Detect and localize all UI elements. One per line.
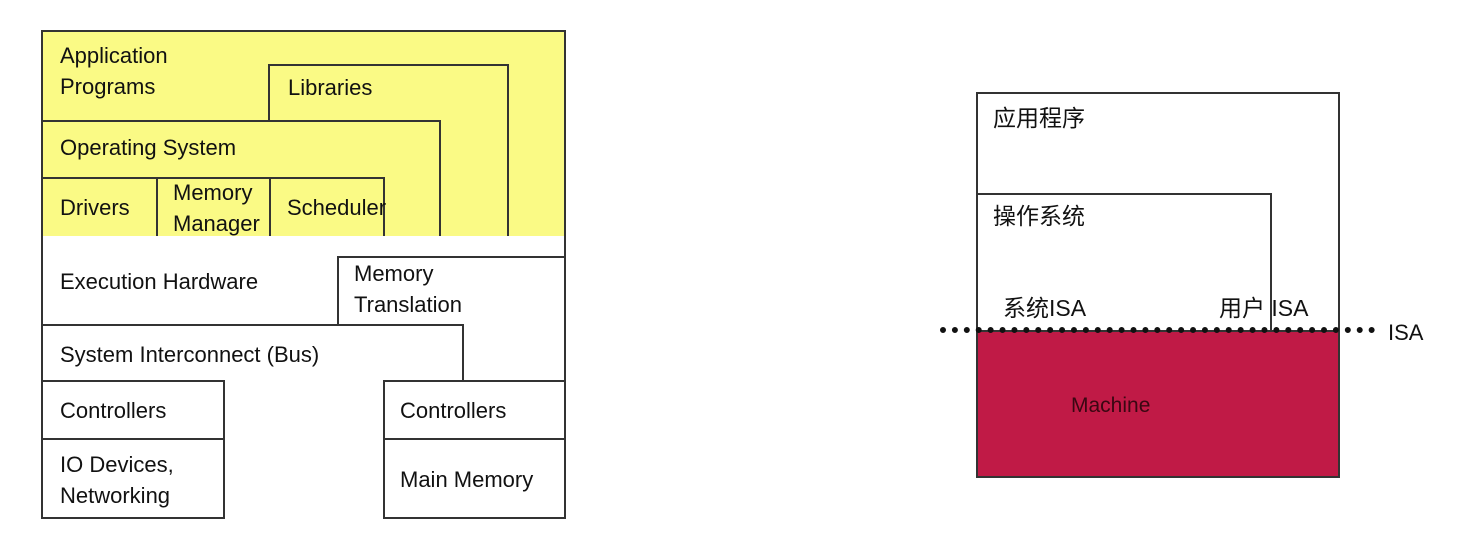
system-interconnect-box xyxy=(41,324,464,382)
operating-system-label-cn: 操作系统 xyxy=(993,203,1085,229)
system-isa-label: 系统ISA xyxy=(1003,295,1087,321)
applications-label: 应用程序 xyxy=(993,105,1085,131)
controllers-right-label: Controllers xyxy=(400,398,507,423)
isa-label: ISA xyxy=(1388,320,1424,345)
controllers-right-box xyxy=(383,380,566,440)
execution-hardware-label: Execution Hardware xyxy=(60,269,259,294)
user-isa-label: 用户 ISA xyxy=(1219,295,1309,321)
memory-manager-label: Memory Manager xyxy=(173,180,260,236)
controllers-left-box xyxy=(41,380,225,440)
system-interconnect-label: System Interconnect (Bus) xyxy=(60,342,320,367)
main-memory-label: Main Memory xyxy=(400,467,534,492)
application-programs-label: Application Programs xyxy=(60,43,168,99)
libraries-label: Libraries xyxy=(288,75,373,100)
io-devices-box xyxy=(41,438,225,519)
isa-dotted-line xyxy=(940,327,1375,333)
machine-label: Machine xyxy=(1071,394,1151,417)
main-memory-box xyxy=(383,438,566,519)
drivers-label: Drivers xyxy=(60,195,130,220)
scheduler-label: Scheduler xyxy=(287,195,387,220)
gap-left-bottom xyxy=(222,380,386,520)
controllers-left-label: Controllers xyxy=(60,398,167,423)
io-devices-label: IO Devices, Networking xyxy=(60,452,174,508)
operating-system-label: Operating System xyxy=(60,135,237,160)
machine-box xyxy=(976,330,1340,478)
memory-translation-label: Memory Translation xyxy=(354,261,463,317)
